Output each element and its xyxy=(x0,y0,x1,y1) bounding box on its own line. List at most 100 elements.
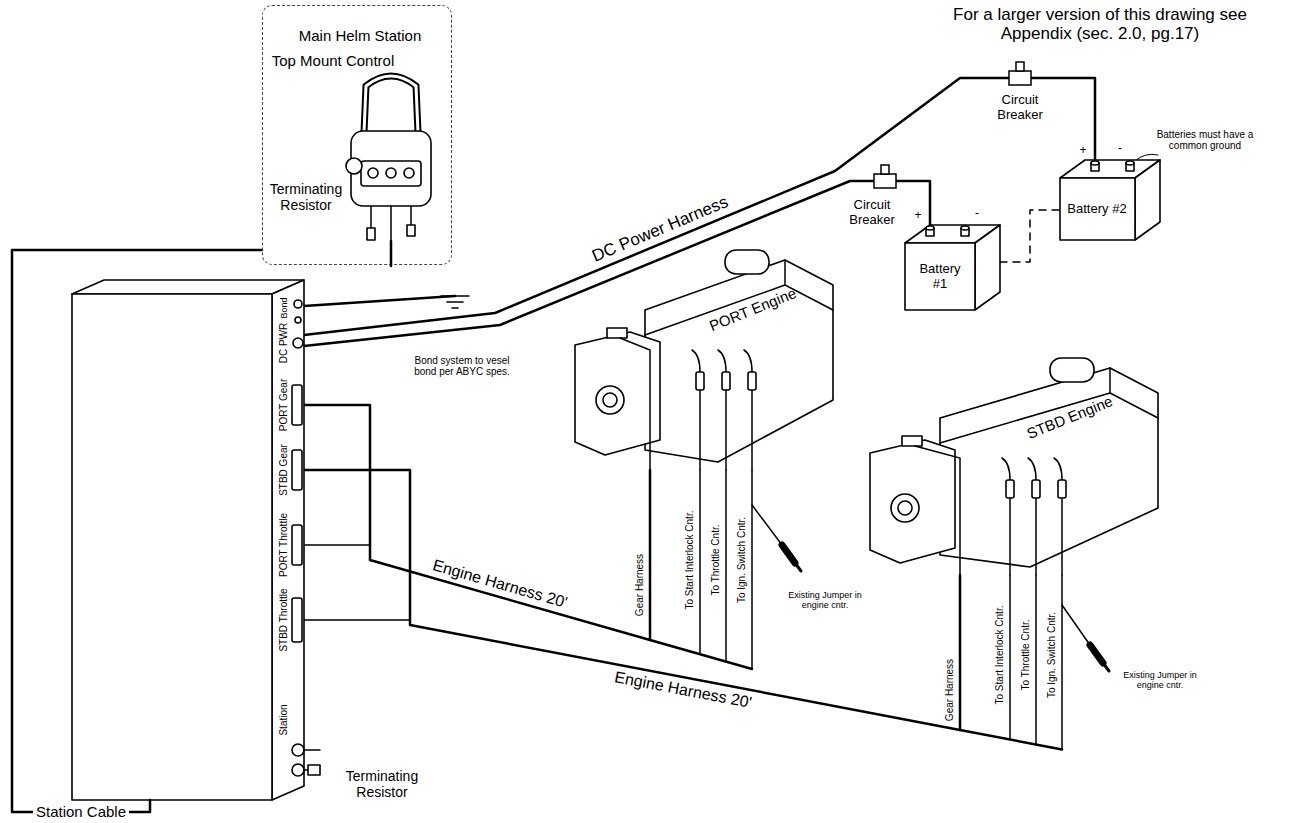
wire-label: To Ign. Switch Cntr. xyxy=(1046,612,1057,698)
wire-label: To Ign. Switch Cntr. xyxy=(736,517,747,603)
port-name: STBD Throttle xyxy=(278,588,289,651)
harness-label: Engine Harness 20' xyxy=(613,668,753,712)
engine-wire xyxy=(692,350,700,470)
output-shaft-hub xyxy=(898,501,912,515)
output-shaft xyxy=(891,494,919,522)
processor-top xyxy=(72,280,304,294)
part-label: Terminating Resistor xyxy=(332,769,432,800)
port-harness-branch xyxy=(650,640,752,669)
battery-terminal-top xyxy=(1091,161,1099,165)
bond-wire xyxy=(304,296,455,306)
proc-illustration xyxy=(72,280,304,800)
battery-terminal-top xyxy=(961,226,969,230)
throttle-connector xyxy=(292,598,302,642)
resistor-symbol xyxy=(367,228,375,240)
throttle-connector xyxy=(292,525,302,565)
wire-plug xyxy=(722,372,730,390)
note: Batteries must have a common ground xyxy=(1155,129,1255,151)
stbd-harness-branch xyxy=(960,730,1062,750)
port-name: PORT Throttle xyxy=(278,513,289,577)
jumper-plug xyxy=(782,545,795,563)
control-button xyxy=(404,168,414,178)
battery: Battery #1 xyxy=(905,225,1000,310)
resistor-symbol xyxy=(308,765,320,775)
bond-bolt xyxy=(294,300,302,308)
gear-terminal xyxy=(607,328,627,338)
engine-wire xyxy=(1002,458,1010,575)
stbd-throttle-wire xyxy=(304,619,410,621)
circuit-breaker xyxy=(1009,71,1031,85)
gearbox xyxy=(575,332,660,455)
dc-connector xyxy=(293,338,303,348)
harness-connector xyxy=(304,470,960,730)
engine-wire xyxy=(1028,458,1036,575)
wire-plug xyxy=(696,372,704,390)
control-button xyxy=(368,168,378,178)
processor-side xyxy=(272,280,304,800)
gearbox xyxy=(870,440,955,563)
battery-side xyxy=(1135,160,1160,240)
battery-name: Battery #2 xyxy=(1067,202,1127,217)
gear-wire xyxy=(915,446,960,575)
station-connector xyxy=(292,744,304,756)
note: Existing Jumper in engine cntr. xyxy=(788,590,863,610)
wire-label: To Start Interlock Cntr. xyxy=(994,606,1005,705)
engine-wire xyxy=(1054,458,1062,575)
engine-block: PORT Engine xyxy=(575,250,835,470)
port-name: Bond xyxy=(279,297,289,318)
circuit-breaker xyxy=(874,174,896,188)
resistor-symbol xyxy=(407,225,415,236)
wire-label: Gear Harness xyxy=(634,554,645,616)
battery-front xyxy=(1060,178,1135,240)
jumper-wire xyxy=(752,505,782,545)
station-connector xyxy=(292,764,304,776)
wire-label: To Throttle Cntr. xyxy=(710,525,721,596)
polarity-sign: + xyxy=(914,209,921,222)
gear-connector xyxy=(292,385,302,425)
control-pigtails xyxy=(371,206,411,241)
polarity-sign: - xyxy=(1118,142,1122,155)
wire-label: To Start Interlock Cntr. xyxy=(684,511,695,610)
battery-side xyxy=(975,225,1000,310)
stbd-engine-wires xyxy=(1010,575,1062,750)
bat-illustration xyxy=(1060,160,1160,240)
battery-front xyxy=(905,243,975,310)
jumper-pin xyxy=(795,563,801,571)
port-name: STBD Gear xyxy=(278,444,289,496)
battery-terminal-top xyxy=(926,226,934,230)
station-cable-stub xyxy=(390,241,393,266)
engine-cylinder xyxy=(1050,358,1094,382)
port-name: Station xyxy=(278,704,289,735)
helm-station-box: Main Helm StationTop Mount Control xyxy=(262,5,452,265)
processor-front xyxy=(72,294,272,800)
breaker-button xyxy=(1016,62,1024,71)
harness-connector xyxy=(1000,210,1060,262)
station-title: Main Helm Station xyxy=(299,28,422,45)
control-name: Top Mount Control xyxy=(272,53,395,70)
processor-box: BondDC PWRPORT GearSTBD GearPORT Throttl… xyxy=(72,280,304,800)
wire-plug xyxy=(1058,480,1066,498)
engine-body-edge xyxy=(940,368,1158,443)
jumper-wire xyxy=(1062,605,1090,645)
part-label: Circuit Breaker xyxy=(844,198,900,227)
ground-symbol xyxy=(441,296,469,308)
wire-plug xyxy=(748,372,756,390)
engine-cylinder xyxy=(725,250,769,274)
port-engine-wires xyxy=(700,470,752,669)
helm-illustration xyxy=(263,6,453,266)
control-knob xyxy=(346,158,362,174)
polarity-sign: - xyxy=(975,207,979,220)
engine-wire xyxy=(718,350,726,470)
control-button xyxy=(386,168,396,178)
reference-note: For a larger version of this drawing see… xyxy=(945,5,1255,43)
note: Existing Jumper in engine cntr. xyxy=(1123,670,1198,690)
port-name: PORT Gear xyxy=(278,379,289,431)
polarity-sign: + xyxy=(1079,144,1086,157)
part-label: Circuit Breaker xyxy=(992,93,1048,122)
breaker-button xyxy=(881,165,889,174)
battery-name: Battery #1 xyxy=(912,262,968,291)
port-throttle-wire xyxy=(304,544,370,546)
wire-label: To Throttle Cntr. xyxy=(1020,620,1031,691)
jumper-pin xyxy=(1103,663,1109,671)
